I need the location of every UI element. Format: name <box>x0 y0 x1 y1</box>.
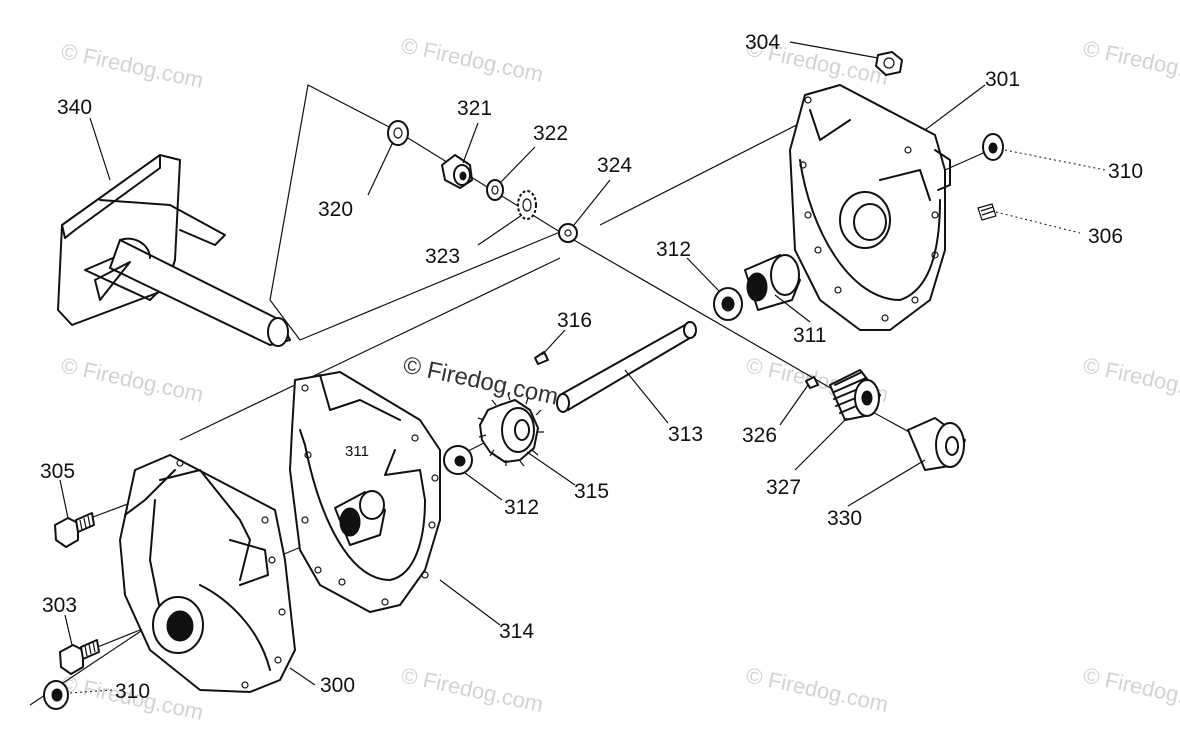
part-322-washer <box>486 179 504 201</box>
part-303-bolt <box>59 639 100 675</box>
label-322: 322 <box>533 122 568 145</box>
label-316: 316 <box>557 309 592 332</box>
part-340-impeller <box>57 154 291 347</box>
label-301: 301 <box>985 68 1020 91</box>
label-310-left: 310 <box>115 680 150 703</box>
label-315: 315 <box>574 480 609 503</box>
part-301-gear-case <box>789 84 951 331</box>
label-324: 324 <box>597 154 632 177</box>
label-323: 323 <box>425 245 460 268</box>
part-323-lock-washer <box>517 190 537 220</box>
label-304: 304 <box>745 31 780 54</box>
watermark: © Firedog.com <box>59 38 206 93</box>
label-311-right: 311 <box>793 324 826 347</box>
part-304-nut <box>875 51 903 76</box>
part-311-bushing-left <box>334 490 386 546</box>
watermark: © Firedog.com <box>744 662 891 717</box>
watermark: © Firedog.com <box>59 352 206 407</box>
watermark: © Firedog.com <box>399 32 546 87</box>
leader-lines <box>59 41 1106 694</box>
watermark: © Firedog.com <box>1081 662 1180 717</box>
label-305: 305 <box>40 460 75 483</box>
part-320-washer <box>387 120 409 146</box>
part-316-key <box>534 351 549 365</box>
label-327: 327 <box>766 476 801 499</box>
part-330-bushing <box>907 417 966 471</box>
part-310-washer-right <box>982 133 1004 161</box>
part-311-bushing-right <box>744 254 801 311</box>
label-321: 321 <box>457 97 492 120</box>
part-315-gear <box>477 393 544 467</box>
label-303: 303 <box>42 594 77 617</box>
label-330: 330 <box>827 507 862 530</box>
part-313-shaft <box>556 321 697 413</box>
part-321-spacer <box>441 154 473 189</box>
part-306-set-screw <box>977 203 997 221</box>
label-312-left: 312 <box>504 496 539 519</box>
part-305-bolt <box>54 512 95 548</box>
watermark: © Firedog.com <box>1081 352 1180 407</box>
label-340: 340 <box>57 96 92 119</box>
part-312-spacer-right <box>713 287 743 321</box>
label-320: 320 <box>318 198 353 221</box>
part-labels: 340 320 321 322 323 324 304 301 310 306 … <box>40 31 1143 703</box>
label-326: 326 <box>742 424 777 447</box>
label-306: 306 <box>1088 225 1123 248</box>
watermark: © Firedog.com <box>1081 35 1180 90</box>
part-327-worm <box>829 369 881 421</box>
label-312-right: 312 <box>656 238 691 261</box>
part-324-washer <box>558 223 578 243</box>
part-310-washer-left <box>43 680 69 710</box>
label-313: 313 <box>668 423 703 446</box>
label-311-left: 311 <box>345 443 369 460</box>
part-326-key <box>805 376 819 389</box>
label-314: 314 <box>499 620 534 643</box>
label-300: 300 <box>320 674 355 697</box>
watermark: © Firedog.com <box>399 662 546 717</box>
label-310-right: 310 <box>1108 160 1143 183</box>
part-312-spacer-left <box>443 445 473 475</box>
part-300-gear-case <box>119 454 296 693</box>
